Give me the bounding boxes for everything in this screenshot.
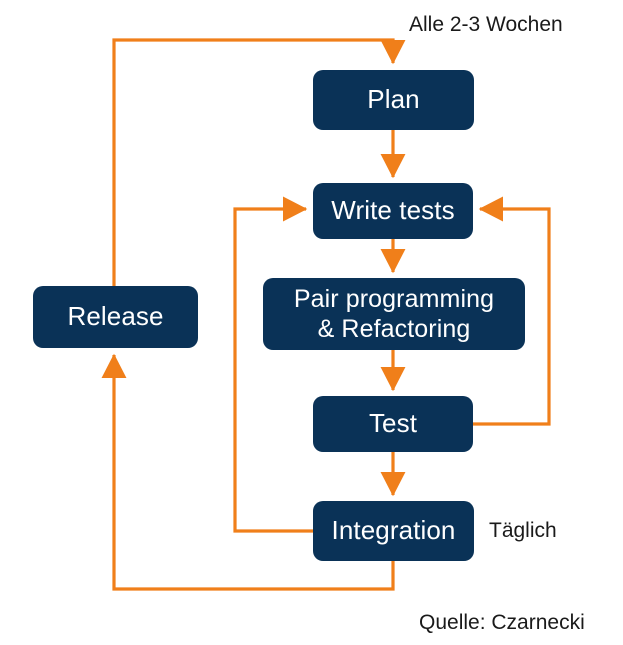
caption-iteration-cadence: Alle 2-3 Wochen xyxy=(409,13,563,36)
edge-integration-to-write-tests-loop xyxy=(233,196,313,533)
edge-release-to-plan-loop xyxy=(112,38,406,286)
caption-source-attribution: Quelle: Czarnecki xyxy=(419,611,585,634)
node-plan[interactable]: Plan xyxy=(313,70,474,130)
node-integration[interactable]: Integration xyxy=(313,501,474,561)
node-test[interactable]: Test xyxy=(313,396,473,452)
edge-test-to-write-tests-loop xyxy=(473,196,551,426)
edge-integration-to-release-loop xyxy=(101,353,395,591)
caption-daily-cadence: Täglich xyxy=(489,519,557,542)
node-pair-programming-refactoring[interactable]: Pair programming & Refactoring xyxy=(263,278,525,350)
node-release[interactable]: Release xyxy=(33,286,198,348)
node-write-tests[interactable]: Write tests xyxy=(313,183,473,239)
